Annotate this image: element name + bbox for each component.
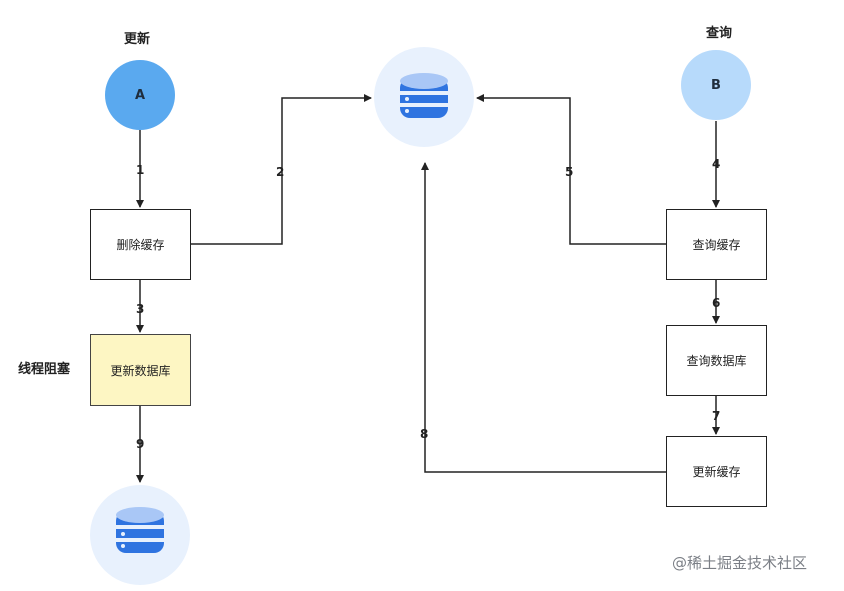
step-number-3: 3: [136, 302, 145, 316]
update-cache-label: 更新缓存: [692, 465, 741, 479]
step-number-1: 1: [136, 163, 145, 177]
delete-cache-label: 删除缓存: [116, 238, 165, 252]
query-db-box: 查询数据库: [666, 325, 767, 396]
actor-a-node: A: [105, 60, 175, 130]
database-icon: [90, 485, 190, 585]
update-db-box: 更新数据库: [90, 334, 191, 406]
step-number-5: 5: [565, 165, 574, 179]
arrow-step-2: [191, 94, 372, 245]
step-number-7: 7: [712, 409, 721, 423]
actor-b-letter: B: [711, 77, 721, 93]
delete-cache-box: 删除缓存: [90, 209, 191, 280]
database-icon: [374, 47, 474, 147]
thread-blocked-label: 线程阻塞: [18, 362, 71, 377]
query-db-label: 查询数据库: [686, 354, 747, 368]
watermark-text: @稀土掘金技术社区: [672, 554, 808, 572]
actor-b-caption: 查询: [706, 26, 733, 41]
update-cache-box: 更新缓存: [666, 436, 767, 507]
arrow-step-5: [476, 94, 666, 245]
actor-b-node: B: [681, 50, 751, 120]
update-db-label: 更新数据库: [110, 363, 171, 378]
step-number-8: 8: [420, 427, 429, 441]
query-cache-label: 查询缓存: [692, 238, 741, 252]
arrow-step-8: [421, 162, 666, 473]
step-number-2: 2: [276, 165, 285, 179]
actor-a-letter: A: [134, 87, 146, 103]
step-number-4: 4: [712, 157, 721, 171]
step-number-6: 6: [712, 296, 721, 310]
query-cache-box: 查询缓存: [666, 209, 767, 280]
step-number-9: 9: [136, 437, 145, 451]
actor-a-caption: 更新: [124, 32, 151, 47]
